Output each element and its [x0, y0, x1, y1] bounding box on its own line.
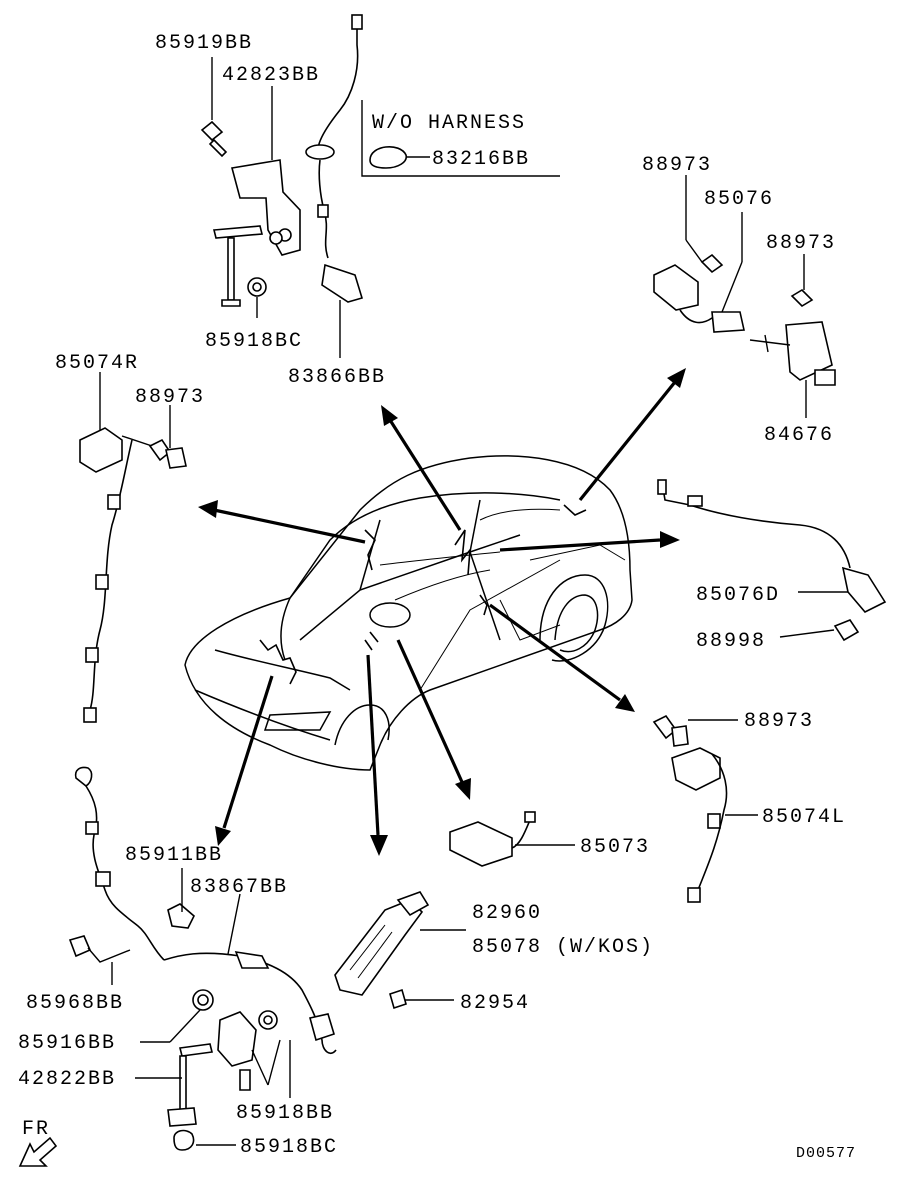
label-85074R: 85074R — [55, 352, 139, 375]
rear-height-sensor-assembly — [68, 766, 337, 1151]
front-direction-marker: FR — [18, 1118, 58, 1167]
label-85918BC-bottom: 85918BC — [240, 1136, 338, 1159]
rear-right-sensor-assembly — [79, 372, 187, 723]
label-85076: 85076 — [704, 188, 774, 211]
label-42822BB: 42822BB — [18, 1068, 116, 1091]
label-88973-top-right-1: 88973 — [642, 154, 712, 177]
rear-left-sensor-assembly — [652, 714, 758, 903]
label-83866BB: 83866BB — [288, 366, 386, 389]
locator-arrows — [198, 368, 686, 856]
label-85968BB: 85968BB — [26, 992, 124, 1015]
vehicle-outline — [184, 455, 633, 771]
label-82960: 82960 — [472, 902, 542, 925]
label-85919BB: 85919BB — [155, 32, 253, 55]
label-85073: 85073 — [580, 836, 650, 859]
label-82954: 82954 — [460, 992, 530, 1015]
inset-part-number: 83216BB — [432, 148, 530, 171]
harness-85076D — [657, 479, 887, 642]
label-88973-left: 88973 — [135, 386, 205, 409]
front-height-sensor-assembly — [200, 14, 364, 358]
label-88973-top-right-2: 88973 — [766, 232, 836, 255]
control-unit-82960 — [334, 891, 466, 1010]
diagram-code: D00577 — [796, 1145, 856, 1162]
label-85074L: 85074L — [762, 806, 846, 829]
label-85076D: 85076D — [696, 584, 780, 607]
label-85918BC-top: 85918BC — [205, 330, 303, 353]
label-88973-right: 88973 — [744, 710, 814, 733]
label-88998: 88998 — [696, 630, 766, 653]
label-85916BB: 85916BB — [18, 1032, 116, 1055]
module-85073 — [449, 811, 575, 867]
inset-without-harness: W/O HARNESS 83216BB — [361, 100, 560, 177]
label-84676: 84676 — [764, 424, 834, 447]
label-42823BB: 42823BB — [222, 64, 320, 87]
label-85078: 85078 (W/KOS) — [472, 936, 654, 959]
inset-title: W/O HARNESS — [372, 112, 526, 135]
label-83867BB: 83867BB — [190, 876, 288, 899]
label-85918BB: 85918BB — [236, 1102, 334, 1125]
sensor-module-assembly — [653, 175, 836, 418]
front-marker-label: FR — [22, 1118, 50, 1141]
label-85911BB: 85911BB — [125, 844, 223, 867]
